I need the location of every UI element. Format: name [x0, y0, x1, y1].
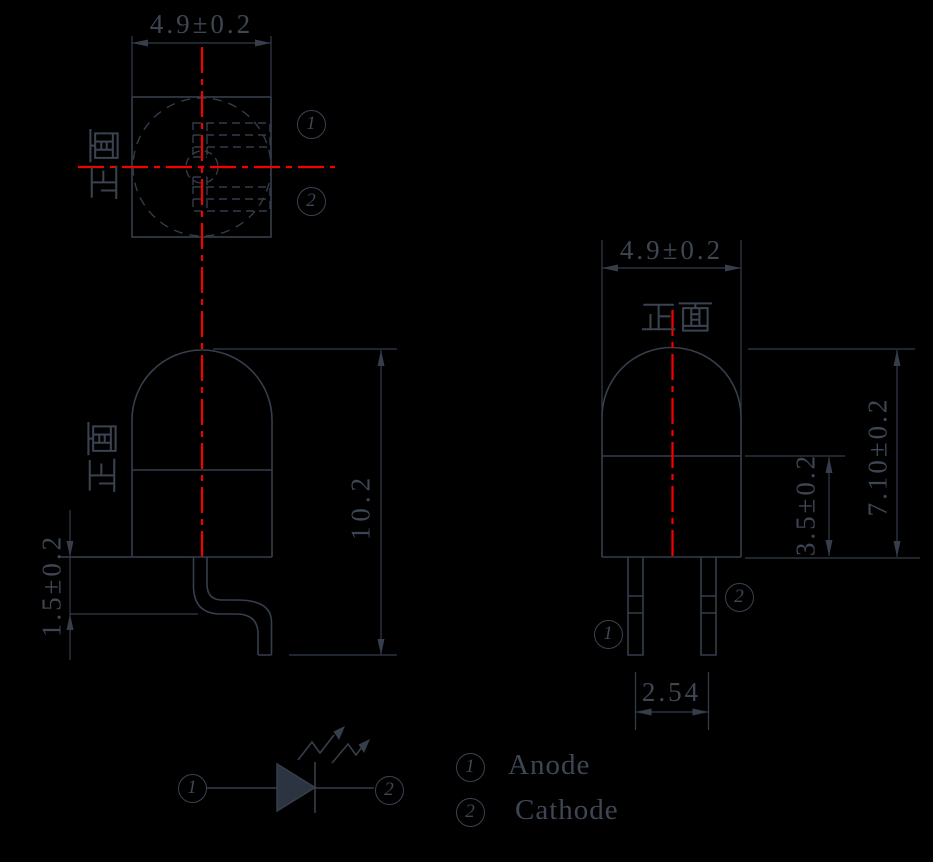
front-view-lead-pitch-dim-text: 2.54 — [641, 677, 702, 707]
light-emission-arrows — [297, 726, 370, 764]
side-view-height-dim-text: 10.2 — [345, 472, 376, 541]
front-view-overall-height-dimension — [745, 348, 920, 559]
led-schematic-symbol — [207, 726, 374, 813]
front-view-pin1-callout: 1 — [593, 619, 623, 649]
front-view-front-face-label: 正面 — [641, 300, 713, 334]
front-view-body-height-dim-text: 3.5±0.2 — [790, 452, 821, 557]
side-view-bent-lead — [192, 557, 273, 656]
schematic-pin1-callout: 1 — [177, 773, 207, 803]
pin1-number: 1 — [465, 756, 475, 777]
legend-pin2-callout: 2 — [455, 797, 485, 827]
pin2-number: 2 — [384, 779, 394, 800]
pin1-number: 1 — [187, 777, 197, 798]
front-view-overall-height-dim-text: 7.10±0.2 — [862, 396, 893, 517]
pin2-number: 2 — [734, 586, 744, 607]
top-view-hidden-lead-frames — [192, 122, 271, 212]
front-view-pin2-callout: 2 — [724, 582, 754, 612]
diode-anode-triangle — [276, 762, 317, 813]
pin1-number: 1 — [603, 623, 613, 644]
top-view-centerlines — [78, 47, 335, 557]
legend-pin1-callout: 1 — [455, 752, 485, 782]
top-view-pin2-callout: 2 — [296, 186, 326, 216]
pin2-number: 2 — [306, 190, 316, 211]
top-view-front-face-label: 正面 — [87, 128, 121, 200]
legend-cathode-label: Cathode — [515, 794, 619, 826]
side-view-standoff-dimension — [62, 510, 198, 660]
side-view-standoff-dim-text: 1.5±0.2 — [36, 533, 67, 638]
front-view-width-dim-text: 4.9±0.2 — [619, 235, 724, 265]
front-view-body-height-dimension — [745, 455, 845, 556]
schematic-pin2-callout: 2 — [374, 775, 404, 805]
legend-anode-label: Anode — [508, 749, 591, 781]
front-view-lead-pitch-dimension — [634, 672, 710, 730]
front-view-leads — [627, 557, 717, 656]
pin2-number: 2 — [465, 801, 475, 822]
top-view-width-dimension — [131, 36, 272, 96]
pin1-number: 1 — [306, 113, 316, 134]
side-view-front-face-label: 正面 — [85, 421, 119, 493]
front-view-width-dimension — [601, 240, 742, 418]
top-view-width-dim-text: 4.9±0.2 — [149, 9, 254, 39]
top-view-pin1-callout: 1 — [296, 109, 326, 139]
side-view-height-dimension — [213, 348, 397, 656]
